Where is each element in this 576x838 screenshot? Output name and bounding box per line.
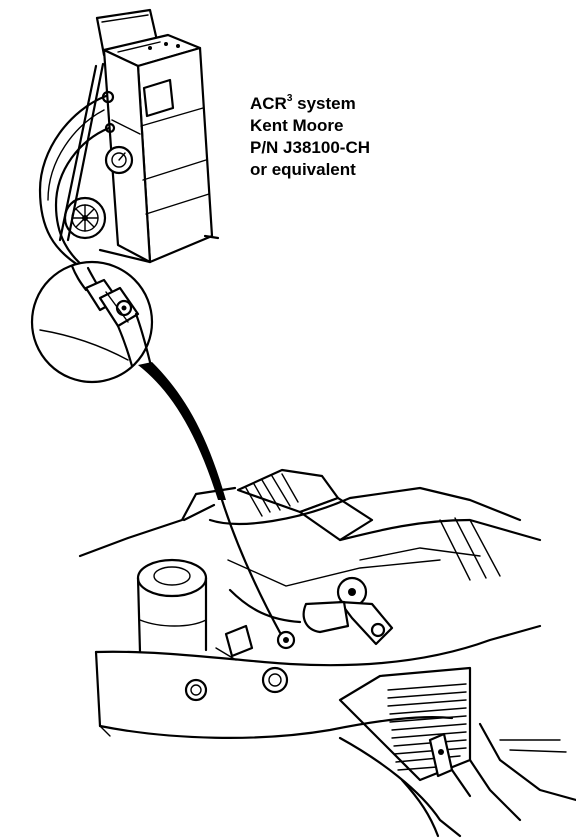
callout-line-part-number: P/N J38100-CH — [250, 138, 371, 157]
engine-compartment — [78, 468, 576, 838]
acr3-machine — [38, 8, 220, 272]
equipment-callout: ACR3 system Kent Moore P/N J38100-CH or … — [250, 88, 370, 181]
connector-detail-circle — [30, 260, 154, 384]
leader-hose — [138, 362, 286, 642]
callout-line-system: ACR3 system — [250, 93, 356, 113]
callout-line-maker: Kent Moore — [250, 116, 344, 135]
callout-line-equivalent: or equivalent — [250, 160, 356, 179]
